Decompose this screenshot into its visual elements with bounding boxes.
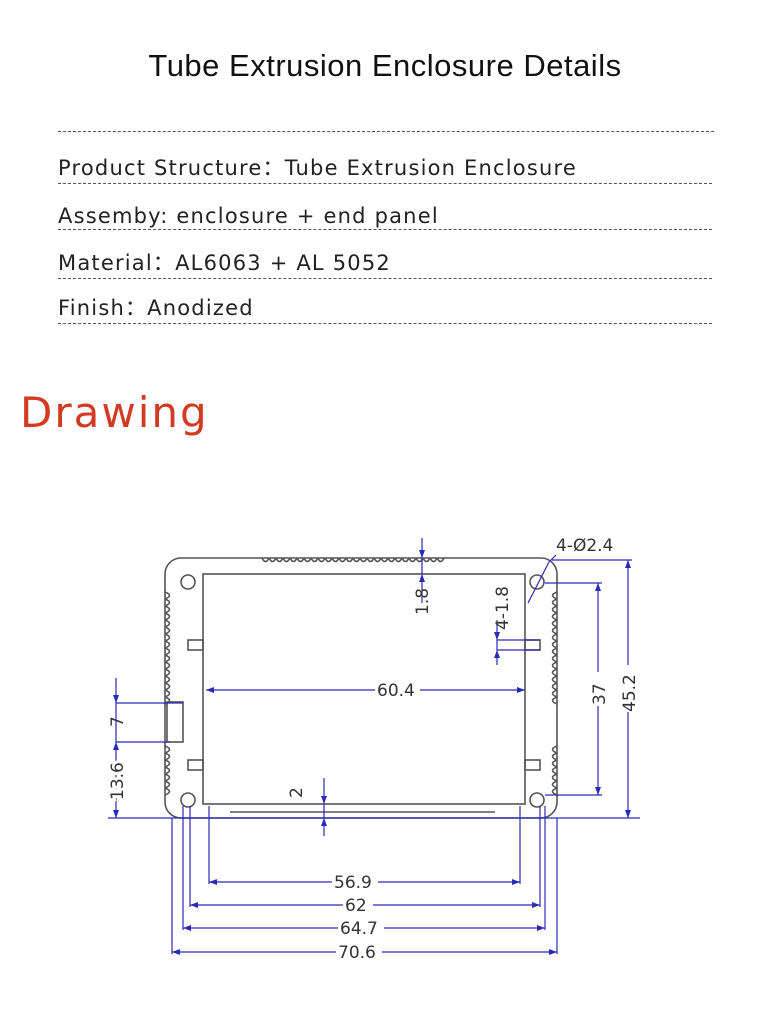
inner-outline: [202, 573, 526, 805]
arrowhead: [190, 902, 198, 908]
arrowhead: [494, 650, 500, 658]
screw-boss: [529, 792, 545, 808]
dim-side-slot: 7: [108, 716, 128, 727]
left-fins: [164, 591, 171, 796]
screw-boss: [180, 574, 196, 590]
dim-w2: 62: [345, 896, 367, 916]
arrowhead: [549, 949, 557, 955]
detail-material: Material：AL6063 + AL 5052: [58, 247, 712, 279]
rail: [187, 759, 204, 771]
arrowhead: [419, 550, 425, 558]
arrowhead: [517, 687, 525, 693]
arrowhead: [209, 879, 217, 885]
dim-slot: 4-1.8: [493, 586, 513, 630]
detail-finish: Finish：Anodized: [58, 292, 712, 324]
rail: [187, 639, 204, 651]
arrowhead: [172, 949, 180, 955]
dimension-arrows: [113, 550, 631, 955]
screw-boss: [529, 574, 545, 590]
detail-assembly: Assemby: enclosure + end panel: [58, 204, 712, 230]
dim-inner-width: 60.4: [377, 681, 415, 701]
page-title: Tube Extrusion Enclosure Details: [148, 48, 622, 83]
dim-width: 70.6: [338, 943, 376, 963]
arrowhead: [206, 687, 214, 693]
section-heading-drawing: Drawing: [20, 388, 209, 437]
arrowhead: [321, 818, 327, 826]
arrowhead: [625, 810, 631, 818]
dim-boss-span: 37: [590, 683, 610, 705]
arrowhead: [512, 879, 520, 885]
arrowhead: [494, 632, 500, 640]
arrowhead: [595, 787, 601, 795]
dim-bottom-wall: 2: [287, 787, 307, 798]
divider: [58, 131, 714, 132]
arrowhead: [625, 560, 631, 568]
top-fins: [261, 557, 445, 563]
dim-height: 45.2: [620, 674, 640, 712]
arrowhead: [595, 583, 601, 591]
rail: [524, 759, 541, 771]
detail-product-structure: Product Structure：Tube Extrusion Enclosu…: [58, 152, 712, 184]
side-slot: [166, 701, 184, 743]
arrowhead: [113, 695, 119, 703]
enclosure-profile: [164, 557, 558, 819]
arrowhead: [183, 925, 191, 931]
arrowhead: [321, 796, 327, 804]
dimensions: 4-Ø2.4 1.8 4-1.8 60.4 37 45.2 7 13.6 2: [105, 536, 640, 963]
arrowhead: [537, 925, 545, 931]
dim-w1: 56.9: [334, 873, 372, 893]
rail: [524, 639, 541, 651]
arrowhead: [532, 902, 540, 908]
arrowhead: [113, 810, 119, 818]
arrowhead: [113, 742, 119, 750]
dim-side-slot-offset: 13.6: [108, 762, 128, 800]
right-fins: [551, 591, 558, 796]
screw-boss: [180, 792, 196, 808]
arrowhead: [419, 574, 425, 582]
dim-w3: 64.7: [340, 919, 378, 939]
dim-hole-callout: 4-Ø2.4: [556, 536, 613, 556]
dim-top-wall: 1.8: [413, 588, 433, 615]
